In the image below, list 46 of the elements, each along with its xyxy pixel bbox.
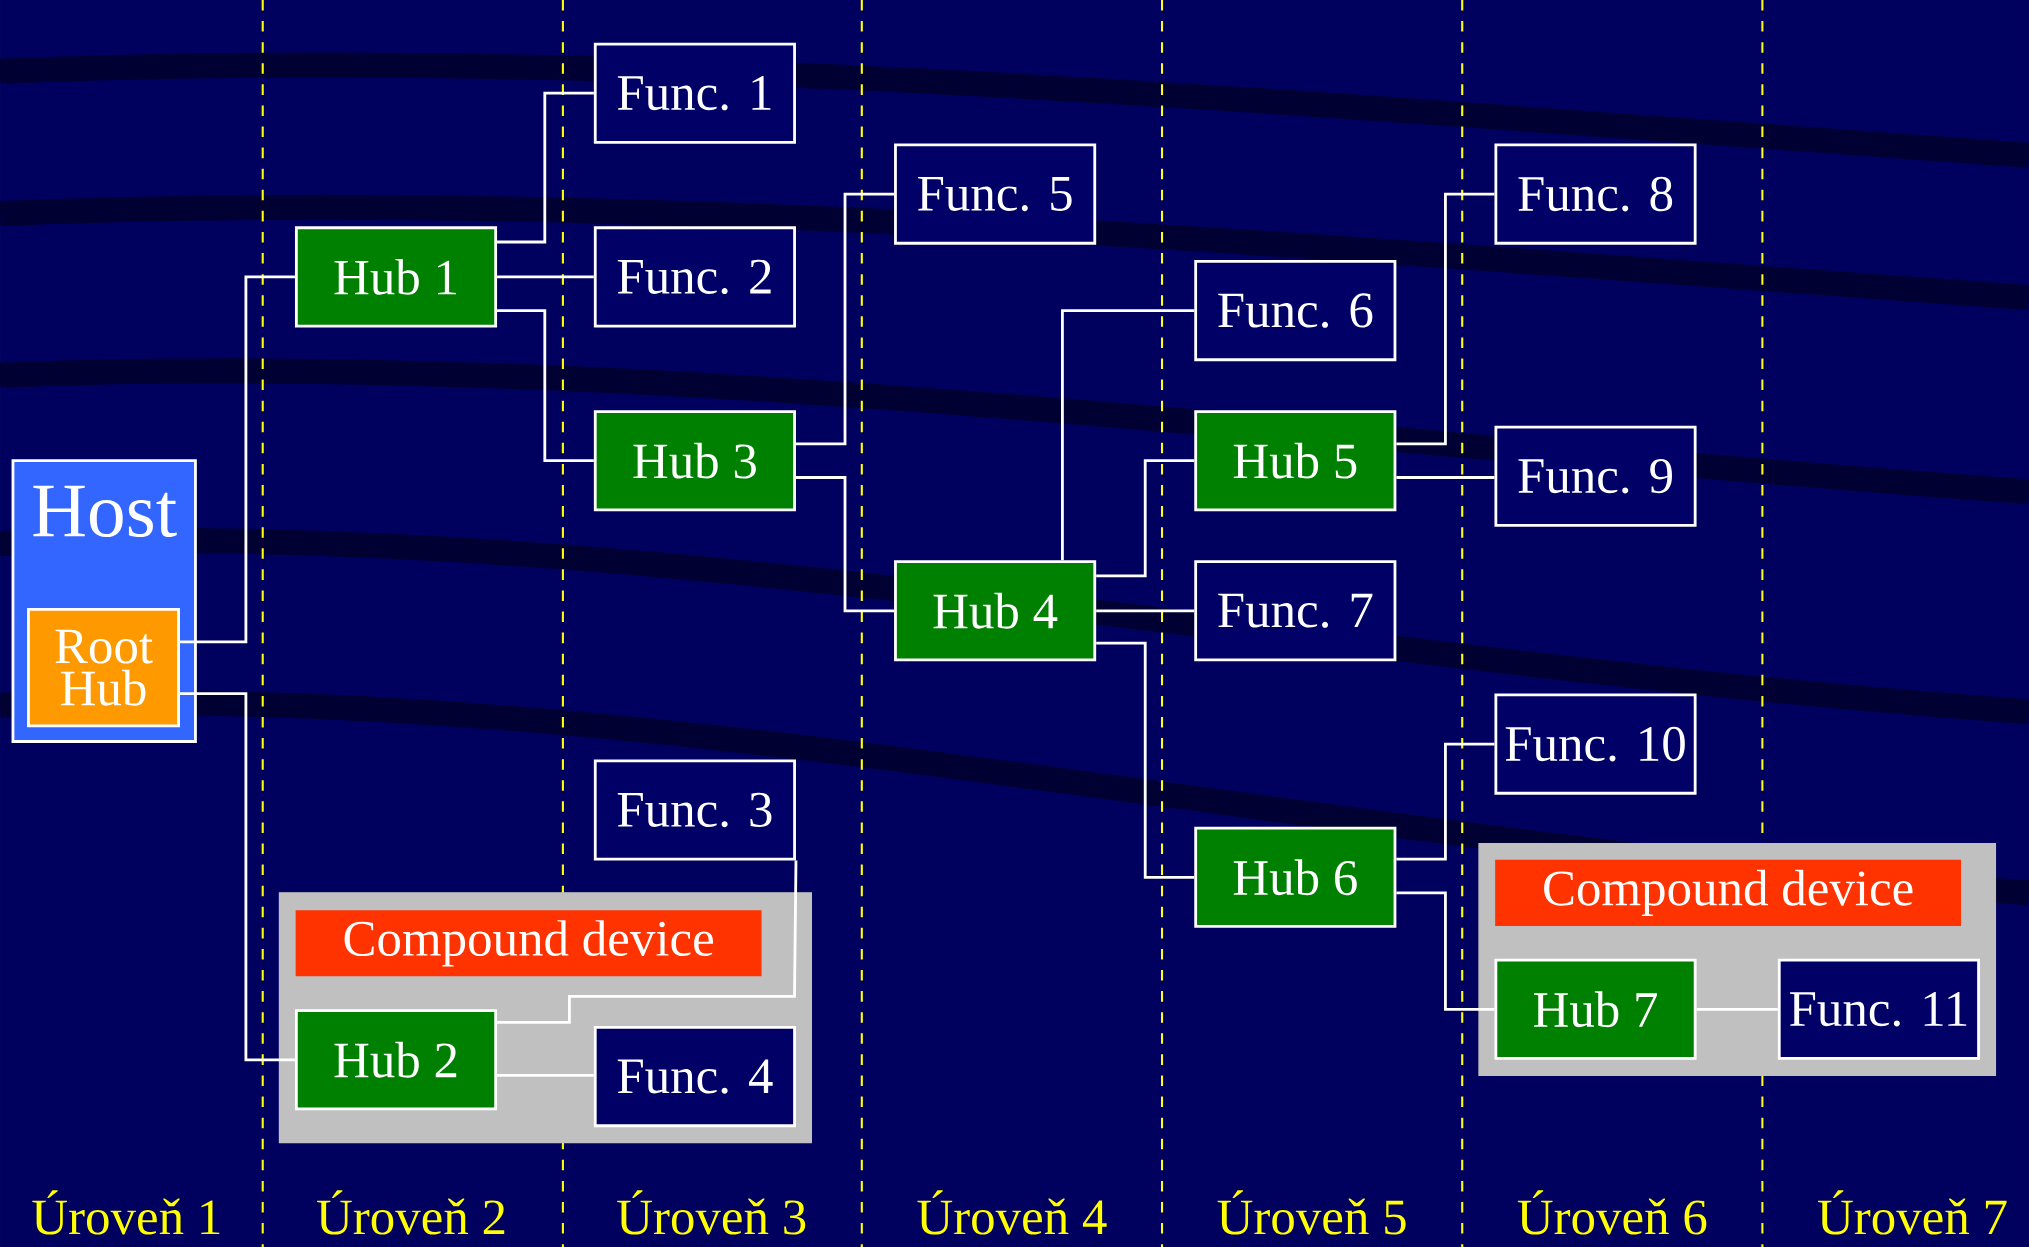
connector-line [1696, 1007, 1778, 1011]
connector-line [179, 275, 295, 643]
hub-box: Hub 1 [294, 226, 498, 328]
level-label: Úroveň 2 [317, 1190, 505, 1235]
function-box: Func. 1 [593, 42, 796, 144]
function-box: Func. 9 [1494, 425, 1697, 527]
connector-line [1396, 742, 1495, 861]
hub-box: Hub 2 [294, 1009, 498, 1111]
connector-line [497, 860, 798, 1024]
connector-line [1396, 192, 1495, 445]
hub-box: Hub 3 [593, 409, 796, 512]
function-box: Func. 6 [1194, 259, 1397, 361]
function-box: Func. 5 [894, 143, 1097, 245]
connector-line [1061, 309, 1195, 561]
function-box: Func. 7 [1194, 560, 1397, 662]
connector-line [1096, 459, 1195, 577]
connector-line [179, 692, 295, 1061]
connector-line [1396, 891, 1495, 1011]
level-label: Úroveň 4 [917, 1190, 1107, 1235]
connector-line [1096, 641, 1195, 879]
connector-line [497, 275, 594, 279]
root-hub-box: Root Hub [27, 607, 180, 728]
hub-box: Hub 7 [1494, 958, 1697, 1060]
level-label: Úroveň 5 [1217, 1190, 1406, 1235]
connector-line [497, 91, 594, 244]
level-label: Úroveň 7 [1818, 1190, 2007, 1235]
level-label: Úroveň 1 [32, 1190, 220, 1235]
connector-line [497, 1073, 594, 1077]
hub-box: Hub 5 [1194, 409, 1397, 512]
level-label: Úroveň 3 [617, 1190, 806, 1235]
function-box: Func. 10 [1494, 693, 1697, 795]
connector-line [497, 309, 594, 462]
connector-line [1096, 609, 1195, 612]
compound-device-banner: Compound device [1495, 859, 1962, 926]
function-box: Func. 11 [1777, 958, 1980, 1060]
connector-line [795, 475, 895, 612]
hub-box: Hub 4 [894, 560, 1097, 662]
hub-box: Hub 6 [1194, 826, 1397, 928]
compound-device-banner: Compound device [295, 910, 762, 977]
connector-line [1396, 475, 1495, 479]
function-box: Func. 8 [1494, 143, 1697, 245]
connector-line [795, 192, 895, 445]
function-box: Func. 4 [593, 1025, 796, 1127]
level-label: Úroveň 6 [1517, 1190, 1707, 1235]
function-box: Func. 2 [593, 226, 796, 328]
function-box: Func. 3 [593, 759, 796, 861]
